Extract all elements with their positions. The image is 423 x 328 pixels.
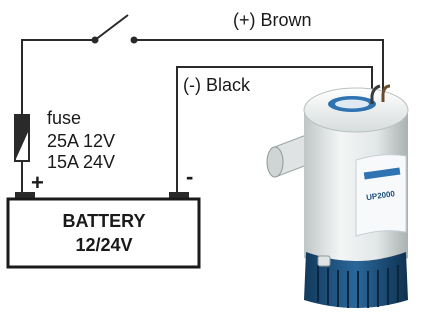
- battery-icon: [6, 192, 201, 269]
- battery-voltage: 12/24V: [75, 235, 133, 255]
- fuse-label: fuse: [47, 108, 82, 128]
- fuse-rating-24v: 15A 24V: [47, 152, 116, 172]
- switch-icon: [91, 14, 138, 44]
- positive-wire-label: (+) Brown: [233, 10, 312, 30]
- negative-wire-label: (-) Black: [183, 75, 250, 95]
- pump-model-text: UP2000: [366, 189, 396, 202]
- battery-positive-sign: +: [31, 170, 44, 195]
- battery-negative-sign: -: [186, 164, 194, 189]
- battery-name: BATTERY: [62, 211, 146, 231]
- fuse-icon: [14, 114, 30, 162]
- bilge-pump-image: UP2000: [266, 84, 409, 308]
- fuse-rating-12v: 25A 12V: [47, 131, 116, 151]
- negative-wire: [176, 66, 373, 195]
